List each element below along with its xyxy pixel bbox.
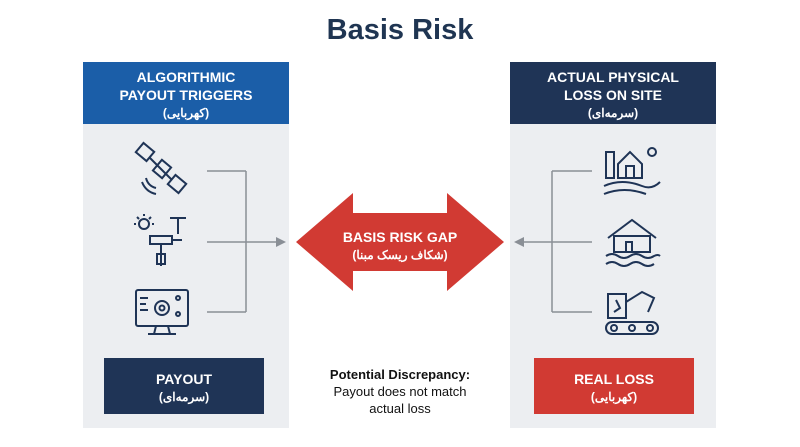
payout-box: PAYOUT (سرمه‌ای) xyxy=(104,358,264,414)
gap-label-text: BASIS RISK GAP xyxy=(342,229,458,245)
right-header-line2: LOSS ON SITE xyxy=(563,87,662,103)
discrepancy-note: Potential Discrepancy: Payout does not m… xyxy=(300,366,500,417)
payout-label: PAYOUT xyxy=(155,371,212,387)
left-header-line2: PAYOUT TRIGGERS xyxy=(119,87,253,103)
right-header-line1: ACTUAL PHYSICAL xyxy=(547,69,679,85)
discrepancy-label: Potential Discrepancy: xyxy=(329,367,471,382)
payout-sub: (سرمه‌ای) xyxy=(158,390,210,404)
left-header-line1: ALGORITHMIC xyxy=(136,69,236,85)
broken-machinery-icon xyxy=(605,290,659,335)
left-panel-header: ALGORITHMIC PAYOUT TRIGGERS (کهربایی) xyxy=(83,62,289,124)
right-panel-header: ACTUAL PHYSICAL LOSS ON SITE (سرمه‌ای) xyxy=(510,62,716,124)
gap-label: BASIS RISK GAP (شکاف ریسک مبنا) xyxy=(330,228,470,264)
left-connector-arrowhead xyxy=(276,237,286,247)
farm-barn-icon xyxy=(603,147,661,195)
weather-station-icon xyxy=(134,214,186,266)
right-connector-arrowhead xyxy=(514,237,524,247)
satellite-icon xyxy=(134,141,188,195)
basis-risk-gap-arrow xyxy=(296,193,504,291)
page-title: Basis Risk xyxy=(326,14,474,46)
real-loss-sub: (کهربایی) xyxy=(590,390,638,404)
discrepancy-line2: actual loss xyxy=(369,401,431,416)
flooded-house-icon xyxy=(605,218,661,267)
right-header-sub: (سرمه‌ای) xyxy=(587,106,639,120)
real-loss-label: REAL LOSS xyxy=(574,371,654,387)
real-loss-box: REAL LOSS (کهربایی) xyxy=(534,358,694,414)
left-header-sub: (کهربایی) xyxy=(162,106,210,120)
gap-label-sub: (شکاف ریسک مبنا) xyxy=(352,248,448,262)
computer-gear-icon xyxy=(135,289,189,335)
discrepancy-line1: Payout does not match xyxy=(333,384,467,399)
